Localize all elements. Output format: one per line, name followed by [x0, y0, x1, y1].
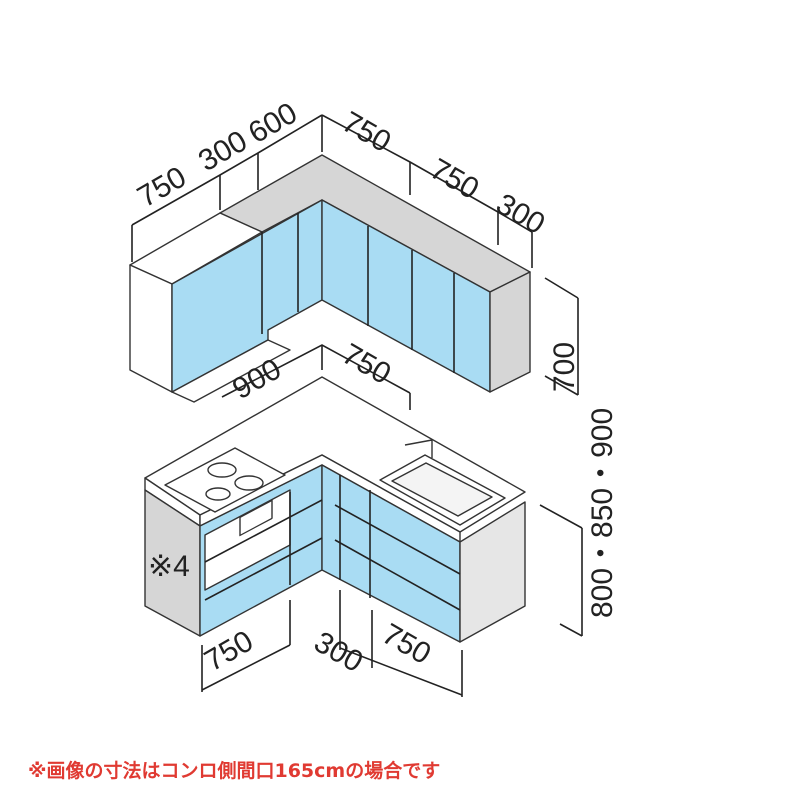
upper-shelf — [171, 339, 291, 403]
dim-upper-300-left: 300 — [193, 124, 253, 178]
dim-lower-750-left: 750 — [199, 624, 259, 678]
upper-left-end-panel — [129, 264, 173, 393]
dim-lower-750-top: 750 — [337, 337, 397, 391]
dim-lower-height: 800・850・900 — [586, 408, 619, 618]
dimension-lines — [131, 114, 583, 697]
burner — [207, 462, 237, 478]
side-note-4: ※4 — [148, 550, 190, 583]
footer-note: ※画像の寸法はコンロ側間口165cmの場合です — [28, 760, 441, 782]
dim-upper-300-right: 300 — [491, 187, 551, 241]
dim-lower-300: 300 — [309, 625, 369, 679]
dim-upper-600: 600 — [243, 96, 303, 150]
dim-upper-height: 700 — [548, 342, 581, 392]
dim-upper-750-left: 750 — [132, 160, 192, 214]
sink-basin — [391, 462, 493, 517]
cooktop — [164, 447, 286, 513]
oven-display — [239, 499, 273, 537]
upper-right-end-panel — [489, 271, 531, 393]
burner — [234, 475, 264, 491]
dim-upper-750-right-a: 750 — [337, 105, 397, 159]
lower-right-end-panel — [459, 501, 526, 643]
upper-door-lines — [261, 213, 455, 373]
upper-cabinets — [129, 154, 531, 403]
burner — [205, 487, 231, 501]
faucet — [404, 439, 433, 458]
lower-cabinets: ※4 — [144, 376, 526, 643]
lower-door-lines — [204, 475, 461, 611]
dim-upper-750-right-b: 750 — [425, 152, 485, 206]
